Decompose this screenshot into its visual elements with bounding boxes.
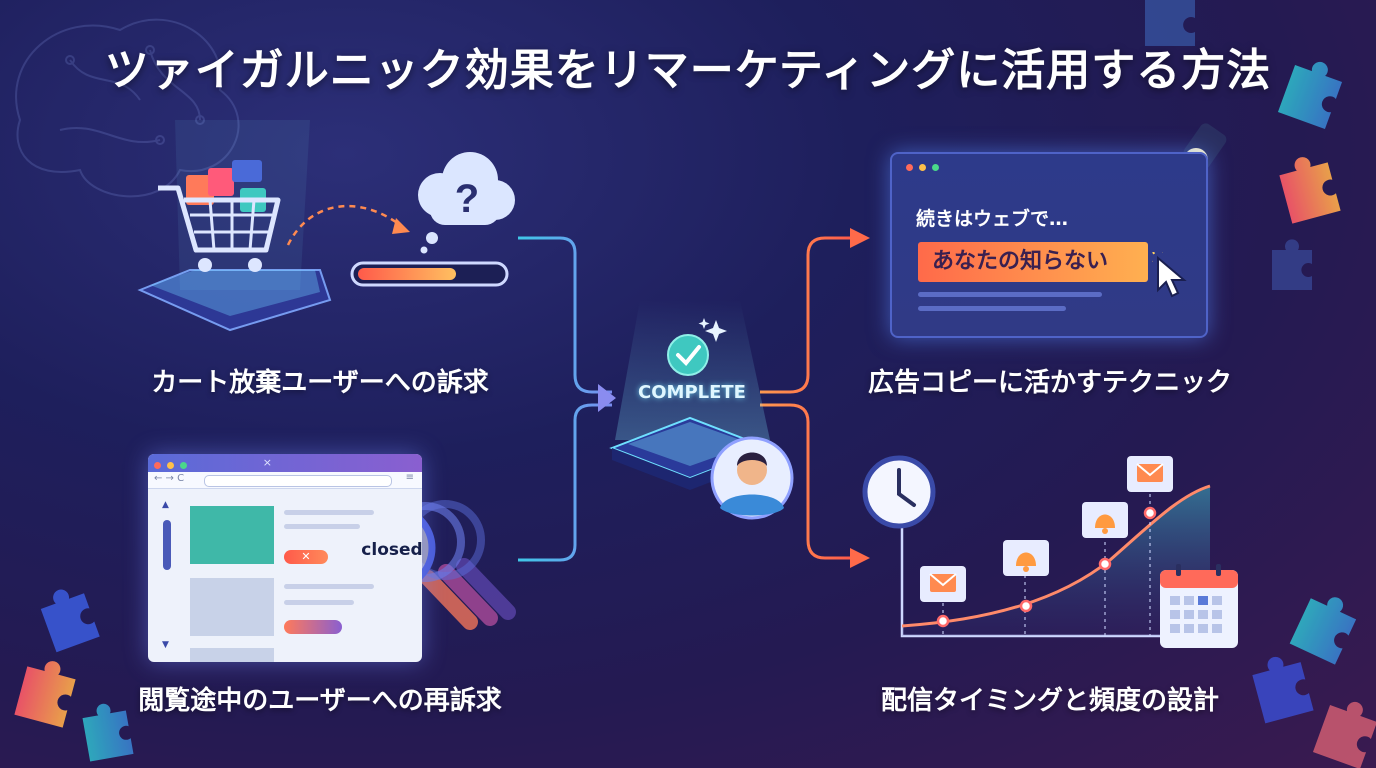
connector-bottom-left	[518, 403, 612, 562]
browser-window: × ← → C ≡ ▲ ▼ ✕	[148, 454, 422, 662]
label-cart-abandon: カート放棄ユーザーへの訴求	[151, 368, 489, 398]
closed-text: closed	[361, 540, 423, 560]
content-image-gray-2	[190, 648, 274, 662]
svg-text:?: ?	[455, 177, 479, 221]
shopping-cart-icon	[137, 120, 332, 332]
content-image-gray	[190, 578, 274, 636]
address-field	[204, 475, 392, 487]
clock-icon	[862, 455, 936, 529]
connector-top-left	[518, 236, 612, 394]
dashed-arrow	[286, 204, 401, 246]
bell-icon	[1003, 502, 1128, 576]
close-tab-icon: ×	[262, 456, 272, 469]
cursor-icon	[1152, 252, 1187, 298]
arrowhead-bottom-right	[850, 548, 870, 568]
label-timing-frequency: 配信タイミングと頻度の設計	[880, 686, 1219, 716]
puzzle-icon	[14, 0, 1376, 768]
browser-addressbar: ← → C ≡	[148, 472, 422, 489]
connector-bottom-right	[760, 403, 852, 560]
ad-window: 続きはウェブで… あなたの知らない	[890, 152, 1208, 338]
label-ad-copy: 広告コピーに活かすテクニック	[867, 368, 1232, 398]
progress-bar-icon	[350, 261, 509, 287]
content-image-teal	[190, 506, 274, 564]
mail-icon	[920, 456, 1173, 602]
arrowhead-top-right	[850, 228, 870, 248]
nav-arrows-icon: ← → C	[154, 473, 185, 484]
ad-highlight-text: あなたの知らない	[918, 242, 1148, 282]
ad-continuation-text: 続きはウェブで…	[916, 208, 1069, 230]
arrowhead-center	[598, 384, 616, 412]
complete-label: COMPLETE	[638, 382, 746, 403]
error-badge: ✕	[284, 550, 328, 564]
label-browsing-retarget: 閲覧途中のユーザーへの再訴求	[138, 686, 502, 716]
calendar-icon	[1160, 564, 1238, 648]
page-title: ツァイガルニック効果をリマーケティングに活用する方法	[104, 45, 1272, 96]
menu-icon: ≡	[405, 472, 414, 483]
brain-icon	[15, 18, 240, 198]
checkmark-icon	[667, 318, 727, 376]
question-cloud-icon: ?	[418, 152, 515, 254]
timing-chart	[900, 480, 1212, 638]
user-avatar-icon	[710, 436, 794, 520]
connector-top-right	[760, 236, 852, 394]
browser-titlebar: ×	[148, 454, 422, 472]
purple-pill	[284, 620, 342, 634]
scrollbar: ▲ ▼	[162, 500, 172, 650]
